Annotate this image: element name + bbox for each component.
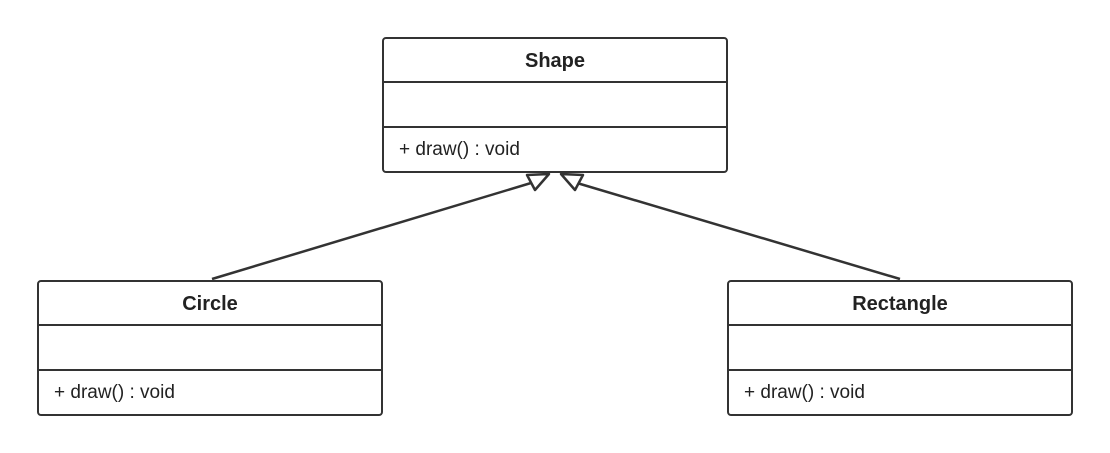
class-name-circle: Circle xyxy=(39,282,381,326)
circle-to-shape-generalization xyxy=(211,172,551,281)
class-box-rectangle[interactable]: Rectangle + draw() : void xyxy=(727,280,1073,416)
class-operation-rectangle-draw: + draw() : void xyxy=(744,382,865,403)
class-box-circle[interactable]: Circle + draw() : void xyxy=(37,280,383,416)
circle-inheritance-line xyxy=(211,181,532,281)
class-box-shape[interactable]: Shape + draw() : void xyxy=(382,37,728,173)
rectangle-inheritance-arrowhead xyxy=(559,172,585,192)
class-operation-shape-draw: + draw() : void xyxy=(399,139,520,160)
circle-inheritance-arrowhead xyxy=(525,172,551,192)
class-attributes-rectangle xyxy=(729,326,1071,371)
class-attributes-shape xyxy=(384,83,726,128)
class-operation-circle-draw: + draw() : void xyxy=(54,382,175,403)
rectangle-to-shape-generalization xyxy=(559,172,901,281)
class-attributes-circle xyxy=(39,326,381,371)
class-name-shape: Shape xyxy=(384,39,726,83)
rectangle-inheritance-line xyxy=(576,181,901,281)
class-name-rectangle: Rectangle xyxy=(729,282,1071,326)
